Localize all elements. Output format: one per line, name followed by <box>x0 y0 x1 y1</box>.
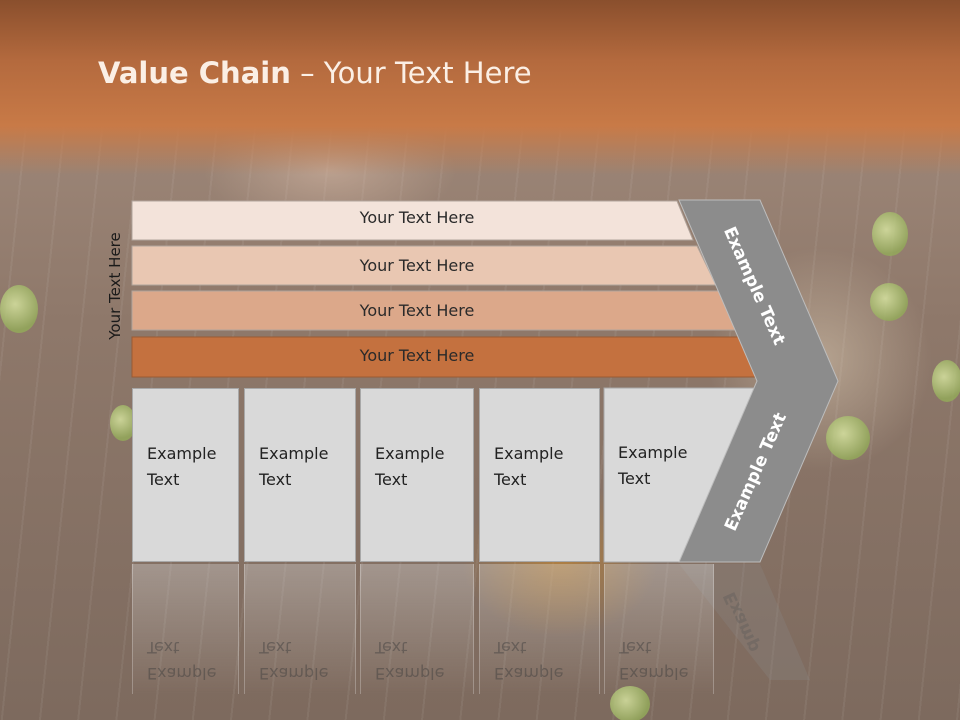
bar-label-4: Your Text Here <box>359 346 475 365</box>
bar-label-3: Your Text Here <box>359 301 475 320</box>
reflection-label: Example Text <box>259 638 329 683</box>
box-4: Example Text <box>479 388 600 562</box>
header-band <box>0 0 960 175</box>
hop-decoration <box>826 416 870 460</box>
hop-decoration <box>932 360 960 402</box>
box-reflection-3: Example Text <box>360 564 474 694</box>
hop-decoration <box>872 212 908 256</box>
box-reflection-2: Example Text <box>244 564 356 694</box>
hop-decoration <box>610 686 650 720</box>
box-label: Example Text <box>147 444 217 489</box>
box-reflection-4: Example Text <box>479 564 600 694</box>
reflection-label: Example Text <box>619 638 689 683</box>
reflection-label: Example Text <box>147 638 217 683</box>
slide-title: Value Chain – Your Text Here <box>98 56 532 90</box>
reflection-label: Example Text <box>494 638 564 683</box>
box-label: Example Text <box>494 444 564 489</box>
title-rest: – Your Text Here <box>290 56 532 90</box>
box-3: Example Text <box>360 388 474 562</box>
bar-label-1: Your Text Here <box>359 208 475 227</box>
box-label: Example Text <box>618 443 688 488</box>
box-1: Example Text <box>132 388 239 562</box>
title-bold: Value Chain <box>98 56 291 90</box>
chevron-arrow-shape <box>678 199 839 563</box>
box-5: Example Text <box>604 388 714 562</box>
bar-shape-1 <box>131 200 694 241</box>
box-label: Example Text <box>375 444 445 489</box>
box-reflection-5: Example Text <box>604 564 714 694</box>
reflection-label: Example Text <box>375 638 445 683</box>
box-2: Example Text <box>244 388 356 562</box>
hop-decoration <box>110 405 136 441</box>
hop-decoration <box>0 285 38 333</box>
box-reflection-1: Example Text <box>132 564 239 694</box>
bar-label-2: Your Text Here <box>359 256 475 275</box>
box-label: Example Text <box>259 444 329 489</box>
chevron-reflection-shape <box>679 564 810 680</box>
hop-decoration <box>870 283 908 321</box>
